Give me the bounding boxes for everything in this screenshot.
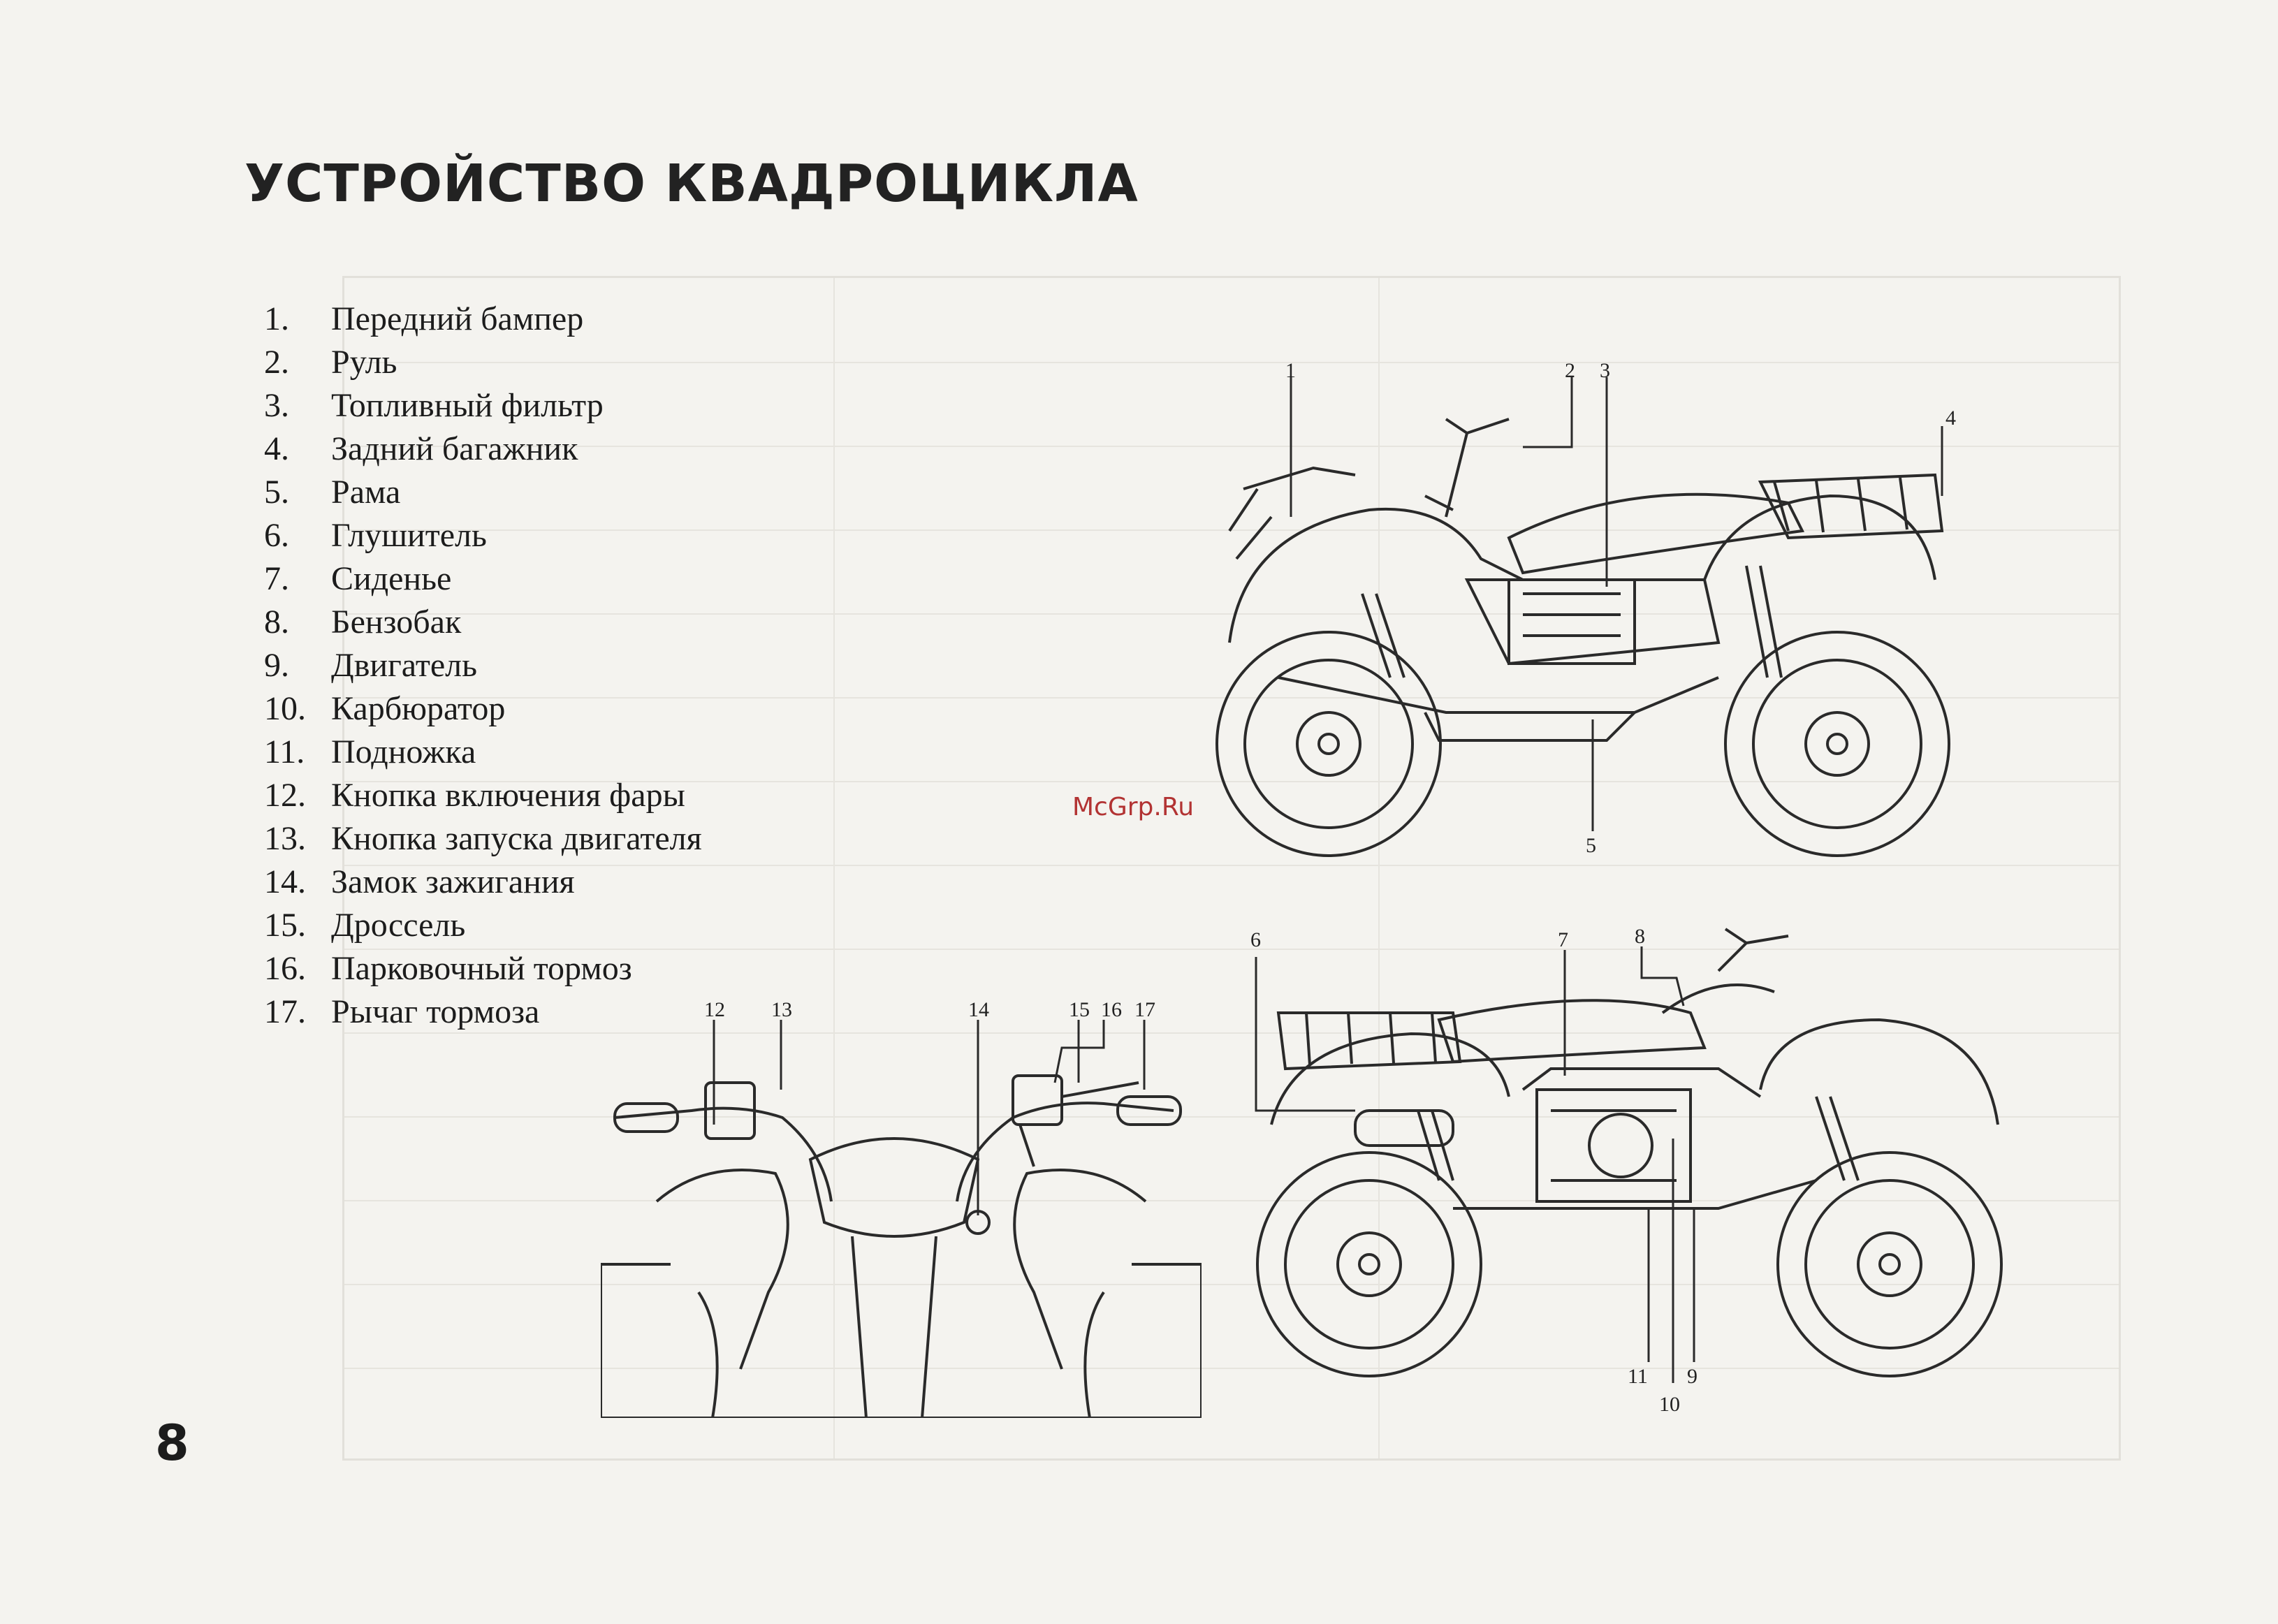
callout-12: 12 (704, 999, 725, 1021)
callout-16: 16 (1101, 999, 1122, 1021)
right-grip (1116, 1095, 1182, 1126)
callout-15: 15 (1069, 999, 1090, 1021)
callout-leader-2 (1523, 377, 1573, 448)
front-wheel (1776, 1151, 2003, 1377)
list-item: 15.Дроссель (264, 906, 466, 944)
list-item: 7.Сиденье (264, 559, 452, 597)
callout-8: 8 (1635, 925, 1645, 948)
list-item: 1.Передний бампер (264, 300, 584, 337)
list-item: 6.Глушитель (264, 516, 487, 554)
callout-5: 5 (1586, 834, 1596, 857)
list-item: 8.Бензобак (264, 603, 462, 641)
page-title: УСТРОЙСТВО КВАДРОЦИКЛА (244, 154, 1139, 214)
list-item: 16.Парковочный тормоз (264, 949, 632, 987)
page-number: 8 (155, 1414, 189, 1472)
callout-7: 7 (1558, 928, 1568, 951)
callout-13: 13 (771, 999, 792, 1021)
list-item: 4.Задний багажник (264, 430, 578, 467)
list-item: 9.Двигатель (264, 646, 477, 684)
callout-14: 14 (968, 999, 989, 1021)
callout-10: 10 (1659, 1393, 1680, 1416)
list-item: 5.Рама (264, 473, 401, 511)
atv-left-side-diagram: 1 2 3 4 5 (1215, 359, 1956, 857)
list-item: 12.Кнопка включения фары (264, 776, 685, 814)
callout-leader-6 (1255, 957, 1355, 1112)
list-item: 13.Кнопка запуска двигателя (264, 819, 702, 857)
rear-wheel (1256, 1151, 1482, 1377)
list-item: 11.Подножка (264, 733, 476, 770)
handlebar-diagram: 12 13 14 15 16 17 (601, 999, 1202, 1418)
callout-2: 2 (1565, 359, 1575, 382)
callout-leader-16 (1053, 1020, 1105, 1083)
callout-4: 4 (1945, 407, 1956, 430)
list-item: 17.Рычаг тормоза (264, 993, 540, 1030)
list-item: 3.Топливный фильтр (264, 386, 604, 424)
atv-right-side-diagram: 6 7 8 9 10 11 (1250, 925, 2003, 1416)
watermark: McGrp.Ru (1072, 793, 1195, 821)
callout-1: 1 (1285, 359, 1296, 382)
callout-9: 9 (1687, 1365, 1697, 1388)
callout-leader-8 (1640, 946, 1685, 1007)
muffler (1354, 1109, 1454, 1147)
parts-list: 1.Передний бампер 2.Руль 3.Топливный фил… (264, 297, 702, 1033)
callout-6: 6 (1250, 928, 1261, 951)
front-wheel (1215, 631, 1442, 857)
callout-17: 17 (1134, 999, 1155, 1021)
rear-wheel (1724, 631, 1950, 857)
callout-3: 3 (1600, 359, 1610, 382)
left-grip (613, 1102, 679, 1133)
callout-11: 11 (1628, 1365, 1648, 1388)
list-item: 2.Руль (264, 343, 397, 381)
list-item: 14.Замок зажигания (264, 863, 575, 900)
list-item: 10.Карбюратор (264, 689, 506, 727)
